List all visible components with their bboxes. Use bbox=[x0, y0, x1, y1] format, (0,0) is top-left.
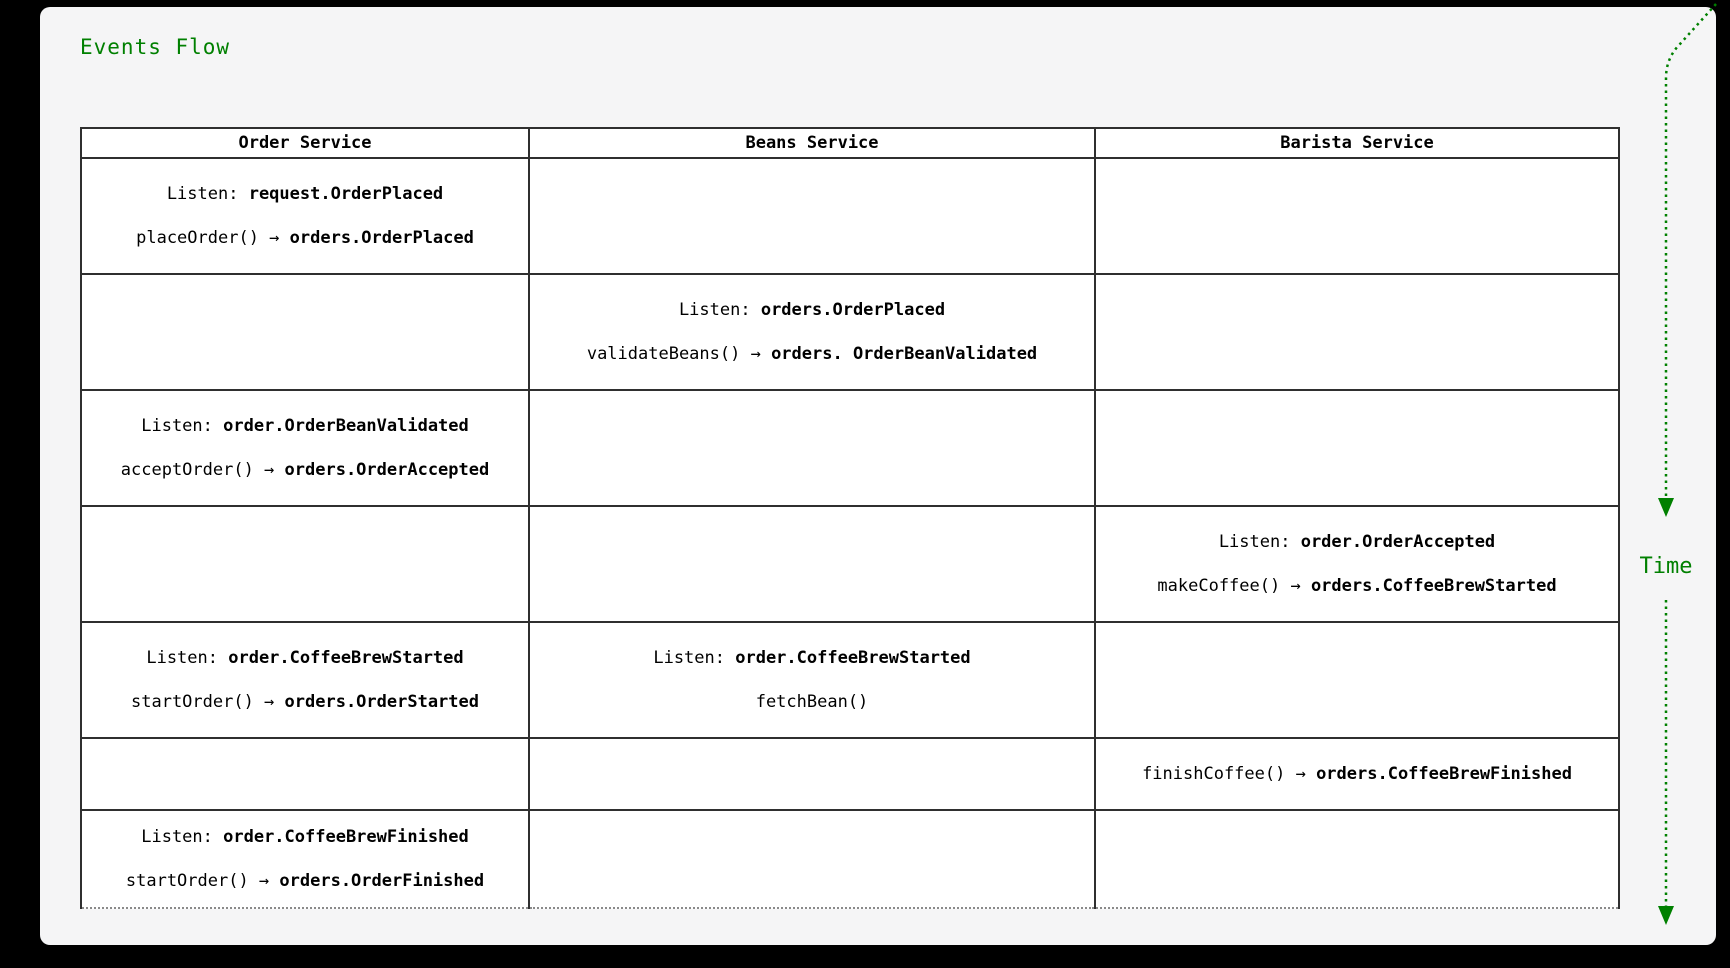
event-line: Listen: orders.OrderPlaced bbox=[678, 300, 946, 320]
service-cell bbox=[1094, 157, 1620, 275]
event-line: Listen: order.CoffeeBrewStarted bbox=[146, 648, 464, 668]
service-cell bbox=[528, 809, 1096, 909]
event-line: startOrder() → orders.OrderFinished bbox=[125, 871, 485, 891]
event-line: placeOrder() → orders.OrderPlaced bbox=[136, 228, 474, 248]
arrowhead-down-icon bbox=[1658, 498, 1674, 517]
event-line: Listen: order.CoffeeBrewStarted bbox=[653, 648, 971, 668]
service-cell bbox=[1094, 273, 1620, 391]
table-row: Listen: order.CoffeeBrewFinished startOrd… bbox=[80, 809, 1620, 909]
service-cell bbox=[1094, 809, 1620, 909]
service-cell bbox=[528, 737, 1096, 811]
service-cell bbox=[528, 389, 1096, 507]
service-cell: finishCoffee() → orders.CoffeeBrewFinish… bbox=[1094, 737, 1620, 811]
service-cell bbox=[80, 273, 530, 391]
table-row: Listen: order.OrderAccepted makeCoffee() … bbox=[80, 505, 1620, 623]
time-axis: Time bbox=[1640, 3, 1717, 925]
service-cell: Listen: order.CoffeeBrewStarted startOrde… bbox=[80, 621, 530, 739]
table-row: Listen: request.OrderPlaced placeOrder() … bbox=[80, 157, 1620, 275]
event-line: validateBeans() → orders. OrderBeanValid… bbox=[586, 344, 1038, 364]
service-cell bbox=[1094, 389, 1620, 507]
event-line: makeCoffee() → orders.CoffeeBrewStarted bbox=[1157, 576, 1557, 596]
service-cell bbox=[80, 737, 530, 811]
table-body: Listen: request.OrderPlaced placeOrder() … bbox=[80, 157, 1620, 909]
service-cell: Listen: order.CoffeeBrewStarted fetchBean… bbox=[528, 621, 1096, 739]
event-line: fetchBean() bbox=[755, 692, 869, 712]
event-line: finishCoffee() → orders.CoffeeBrewFinish… bbox=[1142, 764, 1572, 784]
column-header: Order Service bbox=[80, 127, 530, 159]
page-title: Events Flow bbox=[80, 35, 231, 59]
event-line: acceptOrder() → orders.OrderAccepted bbox=[120, 460, 490, 480]
service-cell: Listen: order.CoffeeBrewFinished startOrd… bbox=[80, 809, 530, 909]
service-cell: Listen: orders.OrderPlaced validateBeans(… bbox=[528, 273, 1096, 391]
service-cell: Listen: request.OrderPlaced placeOrder() … bbox=[80, 157, 530, 275]
column-header: Beans Service bbox=[528, 127, 1096, 159]
service-cell: Listen: order.OrderBeanValidated acceptOr… bbox=[80, 389, 530, 507]
column-header: Barista Service bbox=[1094, 127, 1620, 159]
table-row: Listen: orders.OrderPlaced validateBeans(… bbox=[80, 273, 1620, 391]
event-line: Listen: order.OrderAccepted bbox=[1218, 532, 1496, 552]
table-row: Listen: order.CoffeeBrewStarted startOrde… bbox=[80, 621, 1620, 739]
table-row: Listen: order.OrderBeanValidated acceptOr… bbox=[80, 389, 1620, 507]
event-line: startOrder() → orders.OrderStarted bbox=[131, 692, 479, 712]
service-cell bbox=[528, 157, 1096, 275]
arrowhead-down-icon bbox=[1658, 906, 1674, 925]
event-line: Listen: order.CoffeeBrewFinished bbox=[141, 827, 469, 847]
time-label: Time bbox=[1640, 554, 1693, 579]
service-cell bbox=[1094, 621, 1620, 739]
table-row: finishCoffee() → orders.CoffeeBrewFinish… bbox=[80, 737, 1620, 811]
service-cell bbox=[80, 505, 530, 623]
service-cell: Listen: order.OrderAccepted makeCoffee() … bbox=[1094, 505, 1620, 623]
service-cell bbox=[528, 505, 1096, 623]
event-line: Listen: order.OrderBeanValidated bbox=[141, 416, 469, 436]
event-line: Listen: request.OrderPlaced bbox=[166, 184, 444, 204]
time-arrow-top-line bbox=[1664, 3, 1717, 500]
